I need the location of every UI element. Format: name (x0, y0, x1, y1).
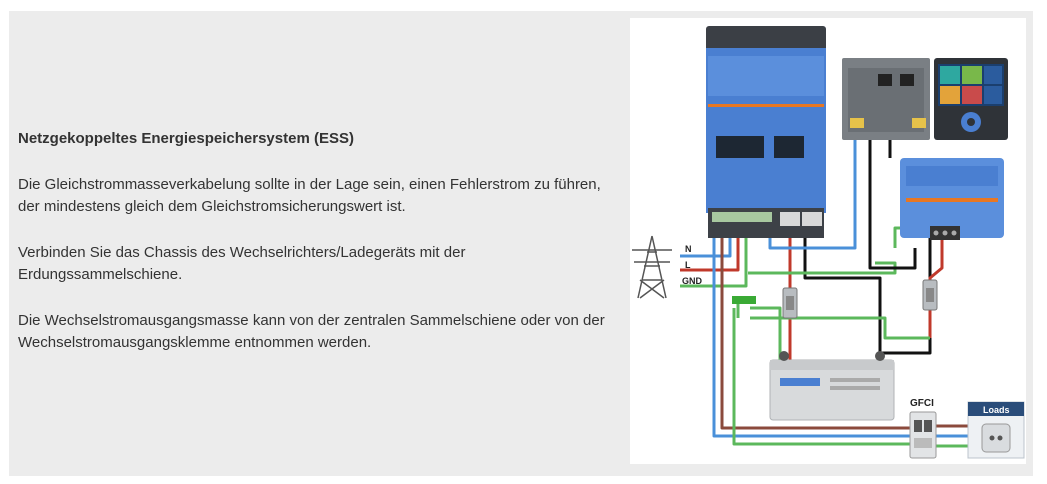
wire-dc-neg (803, 223, 932, 355)
wire-ground-in (680, 218, 748, 288)
gx-touch-display (934, 58, 1008, 140)
dc-fuse-inverter (782, 287, 798, 319)
paragraph-chassis: Verbinden Sie das Chassis des Wechselric… (18, 244, 466, 283)
gfci-breaker (909, 411, 937, 459)
paragraph-dc-ground: Die Gleichstrommasseverkabelung sollte i… (18, 176, 601, 215)
battery (769, 351, 895, 421)
ess-wiring-diagram: N L GND (630, 18, 1026, 464)
label-line: L (685, 260, 691, 270)
wire-comms-black (868, 98, 917, 270)
wire-ac-out-green (732, 308, 914, 446)
wire-ac-out-blue (712, 218, 914, 438)
label-ground: GND (682, 276, 703, 286)
dc-fuse-mppt (922, 279, 938, 311)
article-heading: Netzgekoppeltes Energiespeichersystem (E… (18, 130, 354, 147)
cerbo-gx (842, 58, 930, 140)
label-gfci: GFCI (910, 398, 934, 409)
label-neutral: N (685, 244, 692, 254)
power-pylon-icon (632, 235, 672, 299)
mppt-solar-charger (900, 158, 1004, 240)
multiplus-inverter (706, 26, 826, 238)
article-text: Netzgekoppeltes Energiespeichersystem (E… (18, 128, 618, 378)
wire-ac-out-brown (720, 218, 914, 430)
label-loads: Loads (983, 405, 1010, 415)
loads-box (967, 401, 1025, 459)
paragraph-ac-ground: Die Wechselstromausgangsmasse kann von d… (18, 312, 605, 351)
ground-bus-bar (732, 296, 756, 304)
